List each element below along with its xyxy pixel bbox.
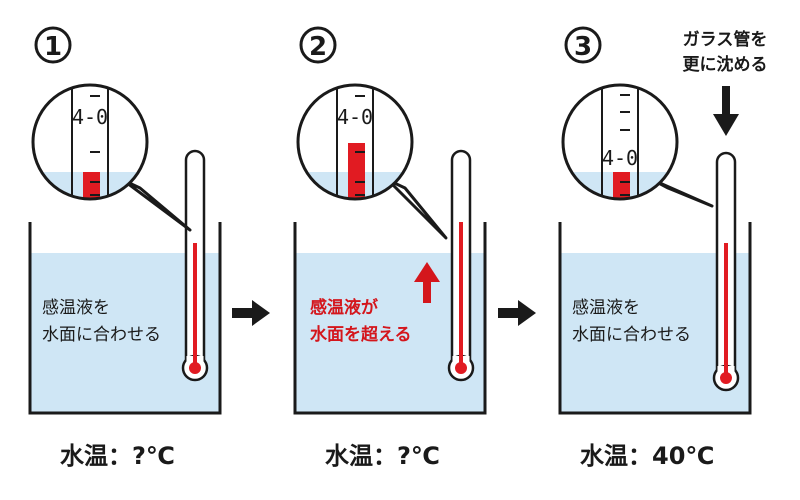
thermometer: [181, 149, 209, 382]
panel-1: 1 4-0: [28, 26, 222, 470]
magnifier-callout: 4-0: [561, 83, 714, 208]
thermometer: [712, 151, 740, 392]
thermometer: [447, 149, 475, 382]
caption-line-1: 感温液を: [42, 298, 110, 318]
beaker: [28, 222, 222, 415]
liquid-column-zoomed: [348, 143, 365, 199]
caption-line-2: 水面を超える: [310, 324, 412, 345]
caption-line-1: 感温液が: [310, 297, 378, 318]
right-arrow-icon: [498, 300, 536, 326]
liquid-column-zoomed: [613, 172, 630, 199]
note-line-2: 更に沈める: [683, 54, 768, 75]
step-number: 1: [44, 32, 62, 62]
step-number-badge: [564, 26, 602, 64]
down-arrow-icon: [713, 86, 739, 136]
step-number-badge: [299, 26, 337, 64]
up-arrow-icon: [414, 262, 440, 303]
water-temperature: 水温：?℃: [325, 442, 440, 470]
caption-line-2: 水面に合わせる: [572, 325, 691, 345]
note-line-1: ガラス管を: [683, 29, 768, 50]
step-number-badge: [34, 26, 72, 64]
scale-number: 4-0: [72, 105, 108, 129]
beaker: [558, 222, 752, 415]
magnifier-callout: 4-0: [31, 83, 192, 232]
beaker: [293, 222, 487, 415]
right-arrow-icon: [232, 300, 270, 326]
panel-2: 2 4-0: [293, 26, 487, 470]
scale-number: 4-0: [602, 146, 638, 170]
water-temperature: 水温：40℃: [580, 442, 714, 470]
magnifier-callout: 4-0: [296, 83, 448, 240]
liquid-column-zoomed: [83, 172, 100, 199]
step-number: 3: [574, 32, 592, 62]
liquid-column: [459, 222, 463, 363]
panel-3: 3 ガラス管を 更に沈める: [558, 26, 768, 470]
liquid-column: [724, 243, 728, 373]
thermometer-bulb: [720, 372, 732, 384]
caption-line-2: 水面に合わせる: [42, 325, 161, 345]
thermometer-bulb: [455, 362, 467, 374]
water-temperature: 水温：?℃: [60, 442, 175, 470]
step-number: 2: [309, 32, 327, 62]
liquid-column: [193, 243, 197, 363]
caption-line-1: 感温液を: [572, 298, 640, 318]
thermometer-bulb: [189, 362, 201, 374]
scale-number: 4-0: [337, 105, 373, 129]
